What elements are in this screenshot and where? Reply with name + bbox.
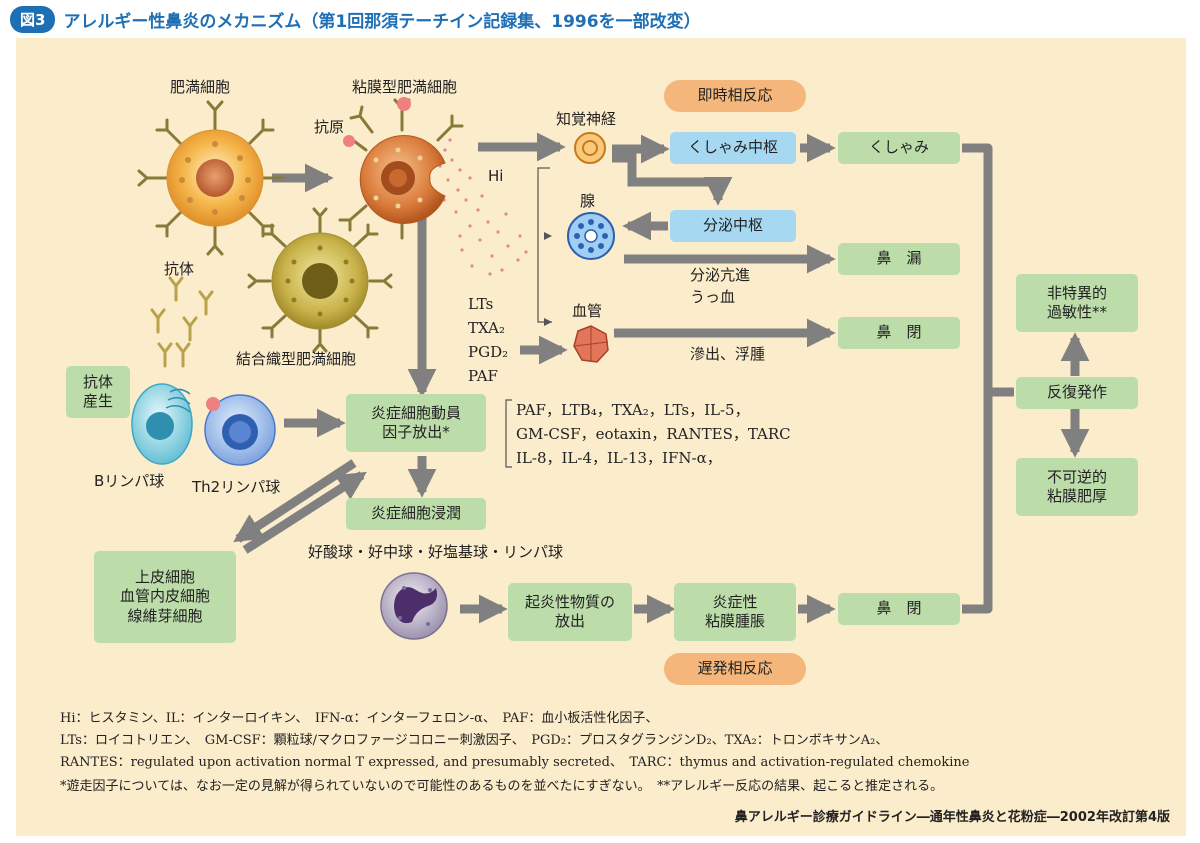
footnote: *遊走因子については、なお一定の見解が得られていないので可能性のあるものを並べた… <box>60 779 944 794</box>
label-b-lymphocyte: Bリンパ球 <box>94 472 165 490</box>
mediator-item: PGD₂ <box>468 343 509 361</box>
mediator-list: LTs TXA₂ PGD₂ PAF <box>468 292 508 388</box>
vessel-graphic <box>573 325 609 363</box>
antigen-dot-1 <box>397 97 411 111</box>
cytokine-list: PAF，LTB₄，TXA₂，LTs，IL-5， GM-CSF，eotaxin，R… <box>516 398 791 470</box>
rhinorrhea-box: 鼻 漏 <box>838 243 960 275</box>
inflammatory-cell-mobilization-box: 炎症細胞動員 因子放出* <box>346 394 486 452</box>
label-vessel: 血管 <box>572 302 603 320</box>
histamine-dots <box>438 138 528 276</box>
antibody-graphic <box>150 276 214 368</box>
arrow-nerve-to-secretion-center <box>612 153 733 206</box>
connector-outcomes-to-recurrent <box>962 143 993 614</box>
cytokine-line: GM-CSF，eotaxin，RANTES，TARC <box>516 425 791 443</box>
secretion-center-box: 分泌中枢 <box>670 210 796 242</box>
epithelial-cells-box: 上皮細胞 血管内皮細胞 線維芽細胞 <box>94 551 236 643</box>
immediate-phase-label: 即時相反応 <box>664 80 806 112</box>
th2-lymphocyte-graphic <box>204 394 276 466</box>
mediator-item: LTs <box>468 295 494 313</box>
sensory-nerve-graphic <box>574 132 606 164</box>
figure-header: 図3 アレルギー性鼻炎のメカニズム（第1回那須テーチイン記録集、1996を一部改… <box>10 5 701 33</box>
inflammatory-cell-infiltration-box: 炎症細胞浸潤 <box>346 498 486 530</box>
obstruction-delayed-box: 鼻 閉 <box>838 593 960 625</box>
sneeze-box: くしゃみ <box>838 132 960 164</box>
irreversible-hypertrophy-box: 不可逆的 粘膜肥厚 <box>1016 458 1138 516</box>
mediator-item: TXA₂ <box>468 319 505 337</box>
label-granulocytes: 好酸球・好中球・好塩基球・リンパ球 <box>308 543 564 561</box>
label-th2-lymphocyte: Th2リンパ球 <box>192 478 281 496</box>
nonspecific-hypersensitivity-box: 非特異的 過敏性** <box>1016 274 1138 332</box>
label-antigen: 抗原 <box>314 118 345 136</box>
label-mast-cell: 肥満細胞 <box>170 78 231 96</box>
b-lymphocyte-graphic <box>131 383 193 465</box>
arrow-epithelial-to-mobilization <box>242 471 367 554</box>
label-connective-mast-cell: 結合織型肥満細胞 <box>236 350 357 368</box>
label-exudation-edema: 滲出、浮腫 <box>690 345 766 363</box>
label-antibody: 抗体 <box>164 260 195 278</box>
cytokine-line: IL-8，IL-4，IL-13，IFN-α， <box>516 449 722 467</box>
inflammatory-substance-release-box: 起炎性物質の 放出 <box>508 583 632 641</box>
abbreviation-note: RANTES：regulated upon activation normal … <box>60 755 970 770</box>
gland-graphic <box>567 212 615 260</box>
recurrent-attack-box: 反復発作 <box>1016 377 1138 409</box>
cytokine-line: PAF，LTB₄，TXA₂，LTs，IL-5， <box>516 401 750 419</box>
antibody-production-box: 抗体 産生 <box>66 366 130 418</box>
source-citation: 鼻アレルギー診療ガイドライン―通年性鼻炎と花粉症―2002年改訂第4版 <box>734 810 1170 825</box>
label-secretion-congestion: 分泌亢進 うっ血 <box>690 266 751 306</box>
antigen-dot-2 <box>343 135 355 147</box>
granulocyte-graphic <box>380 572 448 640</box>
connective-mast-cell-graphic <box>247 207 393 353</box>
sneeze-center-box: くしゃみ中枢 <box>670 132 796 164</box>
mediator-item: PAF <box>468 367 498 385</box>
figure-title: アレルギー性鼻炎のメカニズム（第1回那須テーチイン記録集、1996を一部改変） <box>63 11 701 32</box>
label-histamine: Hi <box>488 167 504 185</box>
mast-cell-graphic <box>137 100 285 256</box>
cytokine-brace <box>505 399 512 468</box>
obstruction-immediate-box: 鼻 閉 <box>838 317 960 349</box>
abbreviation-note: LTs：ロイコトリエン、 GM-CSF：顆粒球/マクロファージコロニー刺激因子、… <box>60 733 889 748</box>
mucosal-swelling-box: 炎症性 粘膜腫脹 <box>674 583 796 641</box>
arrow-mobilization-to-epithelial <box>233 459 357 543</box>
delayed-phase-label: 遅発相反応 <box>664 653 806 685</box>
branch-line-hi <box>537 167 552 323</box>
label-mucosal-mast-cell: 粘膜型肥満細胞 <box>352 78 458 96</box>
label-gland: 腺 <box>580 192 596 210</box>
abbreviation-note: Hi：ヒスタミン、IL：インターロイキン、 IFN-α：インターフェロン-α、 … <box>60 711 659 726</box>
figure-label: 図3 <box>10 5 56 33</box>
label-sensory-nerve: 知覚神経 <box>556 110 617 128</box>
